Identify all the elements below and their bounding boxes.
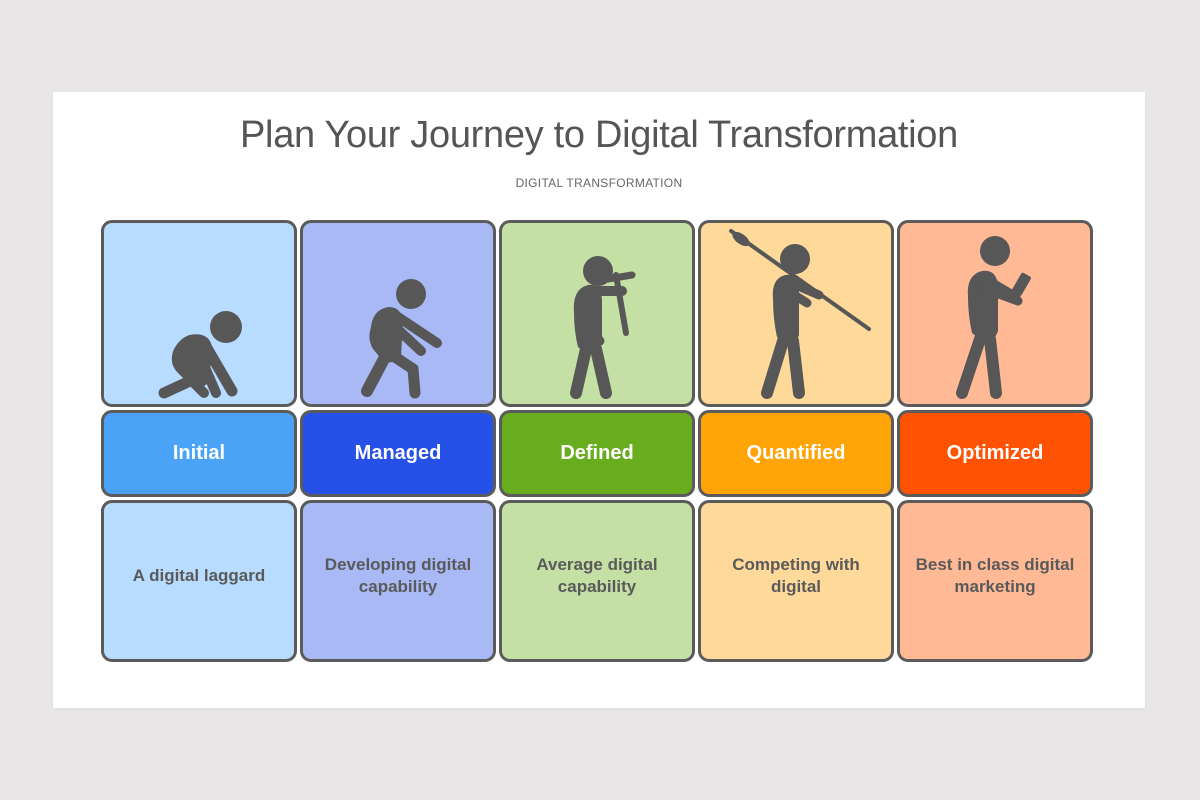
slide-title: Plan Your Journey to Digital Transformat… [240, 114, 958, 156]
stage-label-defined: Defined [499, 410, 695, 497]
person-with-phone-icon [956, 236, 1031, 399]
stage-description-text: Best in class digital marketing [915, 555, 1075, 596]
stage-label-text: Optimized [946, 442, 1044, 464]
stage-label-initial: Initial [101, 410, 297, 497]
stage-label-text: Quantified [746, 442, 846, 464]
stage-label-text: Initial [172, 442, 226, 464]
stage-icon-cell-quantified [698, 220, 894, 407]
stage-description-text: Developing digital capability [324, 555, 472, 596]
stage-description-initial: A digital laggard [101, 500, 297, 662]
stage-description-text: A digital laggard [132, 566, 266, 585]
stage-description-text: Competing with digital [732, 555, 860, 596]
stage-label-optimized: Optimized [897, 410, 1093, 497]
stage-label-managed: Managed [300, 410, 496, 497]
stage-icon-cell-initial [101, 220, 297, 407]
person-with-spear-icon [729, 229, 871, 399]
stage-description-defined: Average digital capability [499, 500, 695, 662]
stage-icon-cell-defined [499, 220, 695, 407]
stage-description-managed: Developing digital capability [300, 500, 496, 662]
hunched-walking-person-icon [361, 279, 442, 399]
stage-label-text: Managed [354, 442, 442, 464]
stage-label-text: Defined [560, 442, 634, 464]
slide-subtitle: DIGITAL TRANSFORMATION [515, 176, 683, 190]
stage-description-optimized: Best in class digital marketing [897, 500, 1093, 662]
stage-label-quantified: Quantified [698, 410, 894, 497]
crawling-person-icon [158, 311, 242, 399]
stage-icon-cell-optimized [897, 220, 1093, 407]
person-with-tool-icon [570, 256, 636, 399]
stage-description-quantified: Competing with digital [698, 500, 894, 662]
slide: Plan Your Journey to Digital Transformat… [53, 92, 1145, 708]
stage-description-text: Average digital capability [536, 555, 658, 596]
stage-icon-cell-managed [300, 220, 496, 407]
maturity-grid: Initial Managed Defined Quantified Optim… [101, 220, 1094, 662]
